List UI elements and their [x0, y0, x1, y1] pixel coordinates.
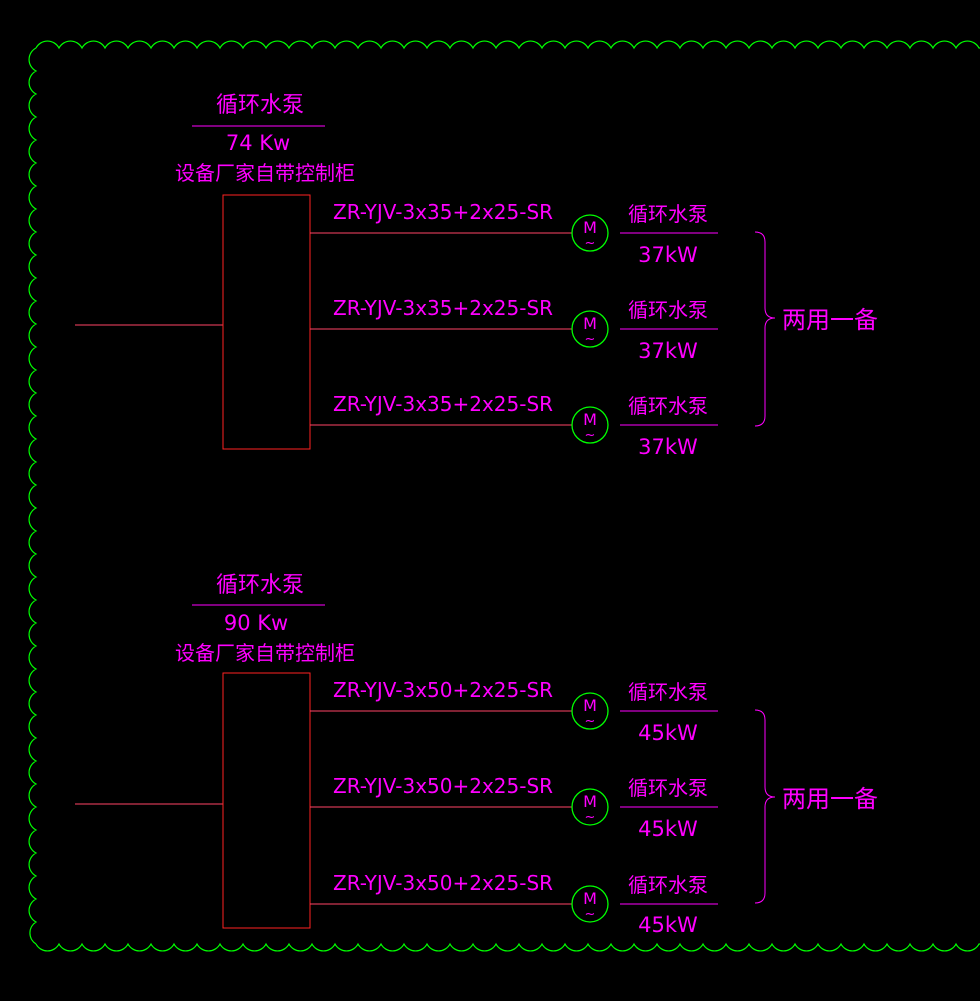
load-power: 45kW: [638, 913, 698, 937]
cable-spec: ZR-YJV-3x35+2x25-SR: [333, 296, 553, 320]
grouping-bracket: [754, 709, 776, 904]
pump-group-2: 循环水泵 90 Kw 设备厂家自带控制柜 ZR-YJV-3x50+2x25-SR…: [75, 573, 878, 937]
motor-icon: [571, 214, 609, 252]
motor-icon: [571, 406, 609, 444]
circuit-3: ZR-YJV-3x35+2x25-SR M ~ 循环水泵 37kW: [310, 392, 718, 459]
motor-letter: M: [583, 696, 597, 715]
grouping-bracket: [754, 231, 776, 427]
control-cabinet: [222, 672, 311, 929]
revision-cloud-border: [28, 40, 980, 952]
motor-letter: M: [583, 889, 597, 908]
motor-letter: M: [583, 314, 597, 333]
cable-spec: ZR-YJV-3x50+2x25-SR: [333, 774, 553, 798]
panel-title: 循环水泵: [216, 93, 304, 118]
panel-note: 设备厂家自带控制柜: [175, 641, 355, 665]
panel-power: 90 Kw: [224, 611, 288, 635]
motor-ac-symbol: ~: [585, 236, 596, 251]
motor-ac-symbol: ~: [585, 714, 596, 729]
cable-spec: ZR-YJV-3x35+2x25-SR: [333, 200, 553, 224]
motor-ac-symbol: ~: [585, 810, 596, 825]
redundancy-label: 两用一备: [782, 306, 878, 334]
load-power: 45kW: [638, 721, 698, 745]
load-name: 循环水泵: [628, 394, 708, 418]
circuit-1: ZR-YJV-3x35+2x25-SR M ~ 循环水泵 37kW: [310, 200, 718, 267]
cable-spec: ZR-YJV-3x50+2x25-SR: [333, 678, 553, 702]
motor-icon: [571, 788, 609, 826]
load-power: 37kW: [638, 435, 698, 459]
circuit-2: ZR-YJV-3x35+2x25-SR M ~ 循环水泵 37kW: [310, 296, 718, 363]
motor-icon: [571, 310, 609, 348]
motor-letter: M: [583, 792, 597, 811]
load-power: 37kW: [638, 243, 698, 267]
motor-ac-symbol: ~: [585, 907, 596, 922]
load-name: 循环水泵: [628, 873, 708, 897]
redundancy-label: 两用一备: [782, 785, 878, 813]
panel-title: 循环水泵: [216, 573, 304, 598]
load-name: 循环水泵: [628, 298, 708, 322]
motor-icon: [571, 692, 609, 730]
circuit-1: ZR-YJV-3x50+2x25-SR M ~ 循环水泵 45kW: [310, 678, 718, 745]
panel-note: 设备厂家自带控制柜: [175, 161, 355, 185]
motor-ac-symbol: ~: [585, 428, 596, 443]
load-power: 45kW: [638, 817, 698, 841]
load-power: 37kW: [638, 339, 698, 363]
motor-icon: [571, 885, 609, 923]
cable-spec: ZR-YJV-3x35+2x25-SR: [333, 392, 553, 416]
circuit-3: ZR-YJV-3x50+2x25-SR M ~ 循环水泵 45kW: [310, 871, 718, 937]
pump-group-1: 循环水泵 74 Kw 设备厂家自带控制柜 ZR-YJV-3x35+2x25-SR…: [75, 93, 878, 459]
circuit-2: ZR-YJV-3x50+2x25-SR M ~ 循环水泵 45kW: [310, 774, 718, 841]
control-cabinet: [222, 194, 311, 450]
motor-letter: M: [583, 410, 597, 429]
load-name: 循环水泵: [628, 202, 708, 226]
motor-letter: M: [583, 218, 597, 237]
load-name: 循环水泵: [628, 680, 708, 704]
motor-ac-symbol: ~: [585, 332, 596, 347]
load-name: 循环水泵: [628, 776, 708, 800]
cable-spec: ZR-YJV-3x50+2x25-SR: [333, 871, 553, 895]
panel-power: 74 Kw: [226, 131, 290, 155]
